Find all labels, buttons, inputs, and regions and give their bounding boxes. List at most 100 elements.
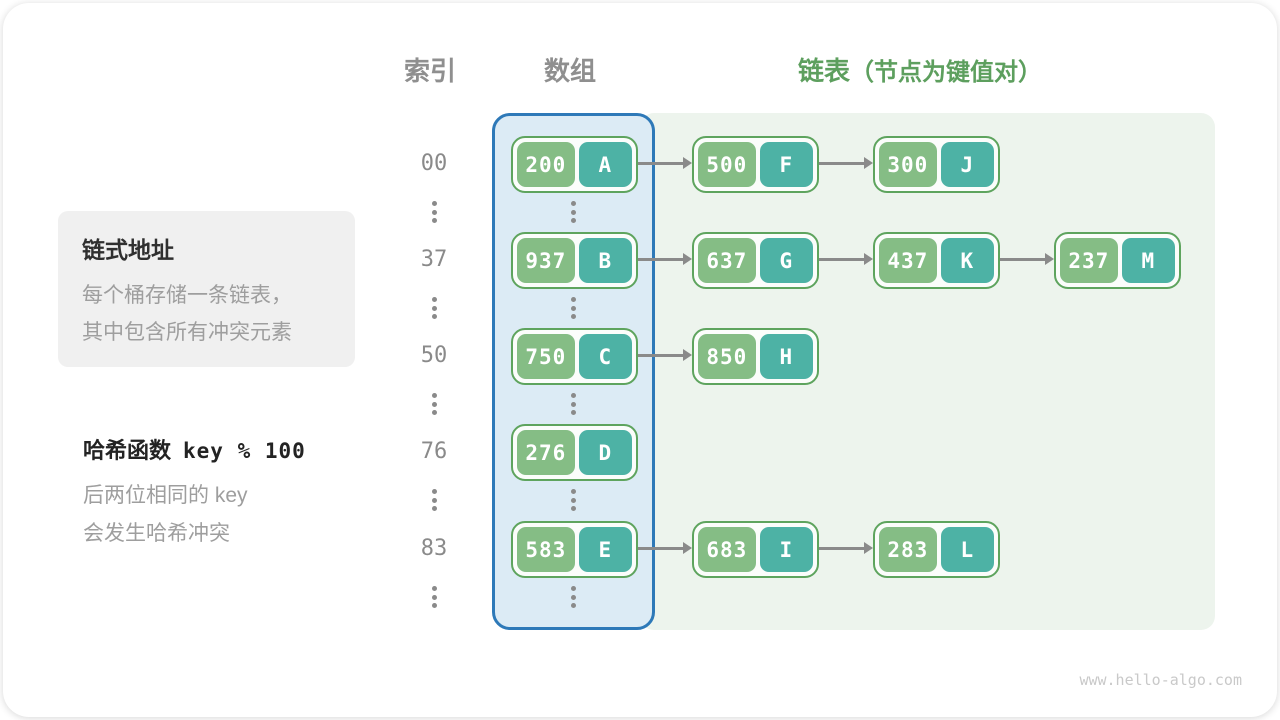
- array-ellipsis: [543, 393, 603, 415]
- value-cell: I: [759, 527, 813, 572]
- ellipsis-dot: [570, 497, 576, 503]
- ellipsis-dot: [570, 410, 576, 415]
- value-cell: H: [759, 334, 813, 379]
- ellipsis-dot: [570, 201, 576, 206]
- value-cell: D: [578, 430, 632, 475]
- key-cell: 750: [517, 334, 575, 379]
- value-cell: M: [1121, 238, 1175, 283]
- value-cell: E: [578, 527, 632, 572]
- next-pointer-arrow: [1000, 253, 1054, 265]
- key-cell: 237: [1060, 238, 1118, 283]
- index-ellipsis: [404, 489, 464, 511]
- hash-function-title-row: 哈希函数 key % 100: [83, 433, 383, 465]
- ellipsis-dot: [570, 586, 576, 591]
- ellipsis-dot: [431, 209, 437, 215]
- index-ellipsis: [404, 393, 464, 415]
- index-label: 00: [420, 151, 448, 176]
- ellipsis-dot: [431, 586, 437, 591]
- next-pointer-arrow: [819, 253, 873, 265]
- column-header-list: 链表（节点为键值对）: [798, 54, 1238, 88]
- index-ellipsis: [404, 297, 464, 319]
- ellipsis-dot: [431, 401, 437, 407]
- column-header-array: 数组: [543, 56, 596, 86]
- watermark: www.hello-algo.com: [1079, 671, 1242, 689]
- key-cell: 637: [698, 238, 756, 283]
- index-label: 50: [420, 343, 448, 368]
- array-ellipsis: [543, 297, 603, 319]
- value-cell: L: [940, 527, 994, 572]
- ellipsis-dot: [431, 201, 437, 206]
- ellipsis-dot: [431, 297, 437, 302]
- value-cell: C: [578, 334, 632, 379]
- ellipsis-dot: [570, 489, 576, 494]
- list-header-label: 链表: [798, 56, 851, 86]
- array-ellipsis: [543, 201, 603, 223]
- next-pointer-arrow: [638, 253, 692, 265]
- value-cell: F: [759, 142, 813, 187]
- ellipsis-dot: [570, 401, 576, 407]
- hash-function-lines: 后两位相同的 key 会发生哈希冲突: [83, 477, 383, 553]
- next-pointer-arrow: [638, 157, 692, 169]
- ellipsis-dot: [570, 506, 576, 511]
- ellipsis-dot: [570, 594, 576, 600]
- ellipsis-dot: [431, 603, 437, 608]
- key-cell: 937: [517, 238, 575, 283]
- chaining-info-card: 链式地址 每个桶存储一条链表， 其中包含所有冲突元素: [58, 211, 355, 367]
- column-header-index: 索引: [403, 56, 456, 86]
- key-cell: 276: [517, 430, 575, 475]
- key-cell: 283: [879, 527, 937, 572]
- key-cell: 300: [879, 142, 937, 187]
- info-card-line: 其中包含所有冲突元素: [82, 321, 292, 344]
- next-pointer-arrow: [638, 542, 692, 554]
- ellipsis-dot: [570, 218, 576, 223]
- key-cell: 200: [517, 142, 575, 187]
- array-ellipsis: [543, 586, 603, 608]
- value-cell: G: [759, 238, 813, 283]
- hash-note-line: 后两位相同的 key: [83, 484, 248, 507]
- index-label: 76: [420, 439, 448, 464]
- index-label: 83: [420, 536, 448, 561]
- ellipsis-dot: [431, 497, 437, 503]
- ellipsis-dot: [570, 314, 576, 319]
- ellipsis-dot: [431, 506, 437, 511]
- info-card-line: 每个桶存储一条链表，: [82, 284, 292, 307]
- key-cell: 500: [698, 142, 756, 187]
- value-cell: B: [578, 238, 632, 283]
- ellipsis-dot: [570, 603, 576, 608]
- next-pointer-arrow: [819, 157, 873, 169]
- ellipsis-dot: [431, 305, 437, 311]
- value-cell: J: [940, 142, 994, 187]
- ellipsis-dot: [431, 314, 437, 319]
- next-pointer-arrow: [638, 349, 692, 361]
- key-cell: 583: [517, 527, 575, 572]
- ellipsis-dot: [431, 393, 437, 398]
- ellipsis-dot: [431, 218, 437, 223]
- info-card-title: 链式地址: [82, 237, 174, 263]
- key-cell: 850: [698, 334, 756, 379]
- array-ellipsis: [543, 489, 603, 511]
- ellipsis-dot: [570, 393, 576, 398]
- next-pointer-arrow: [819, 542, 873, 554]
- ellipsis-dot: [431, 489, 437, 494]
- hash-function-label: 哈希函数: [83, 438, 172, 463]
- hash-function-formula: key % 100: [183, 439, 306, 463]
- value-cell: A: [578, 142, 632, 187]
- ellipsis-dot: [431, 594, 437, 600]
- key-cell: 437: [879, 238, 937, 283]
- ellipsis-dot: [570, 297, 576, 302]
- list-header-note: （节点为键值对）: [850, 59, 1043, 86]
